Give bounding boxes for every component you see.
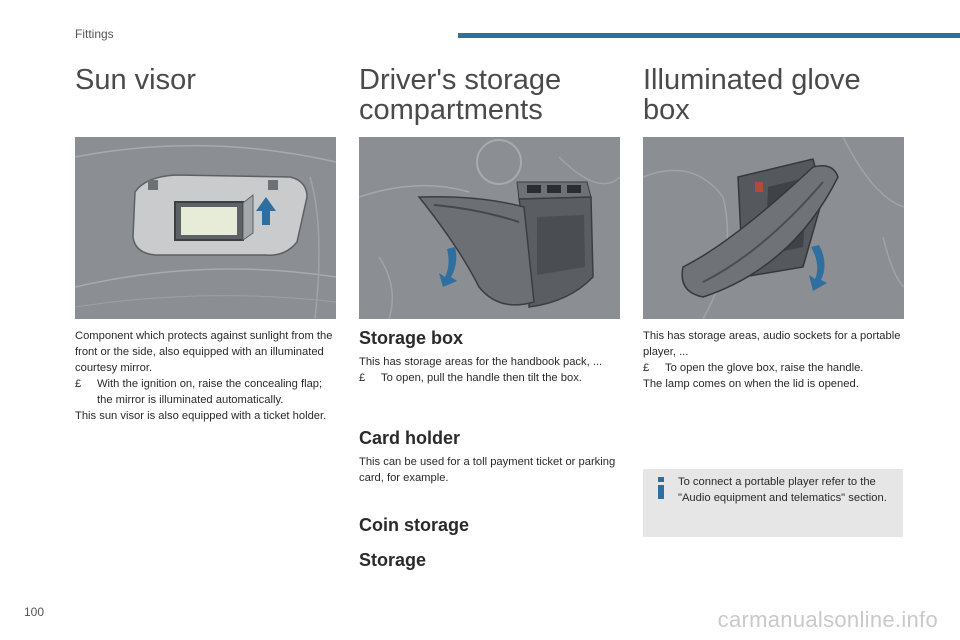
- glove-box-bullet: £ To open the glove box, raise the handle…: [643, 360, 905, 376]
- glove-box-illustration: [643, 137, 904, 319]
- card-holder-description: This can be used for a toll payment tick…: [359, 456, 616, 484]
- card-holder-heading: Card holder: [359, 428, 461, 448]
- glove-box-title-line2: box: [643, 94, 690, 126]
- bullet-marker: £: [359, 372, 366, 384]
- storage-box-description: This has storage areas for the handbook …: [359, 356, 603, 368]
- driver-storage-title: Driver's storage compartments: [359, 65, 561, 125]
- card-holder-text: This can be used for a toll payment tick…: [359, 454, 617, 486]
- storage-box-bullet-text: To open, pull the handle then tilt the b…: [381, 372, 582, 384]
- page-number: 100: [24, 605, 45, 619]
- info-text: To connect a portable player refer to th…: [678, 476, 887, 504]
- glove-box-outro: The lamp comes on when the lid is opened…: [643, 378, 859, 390]
- bullet-marker: £: [643, 362, 650, 374]
- sun-visor-outro: This sun visor is also equipped with a t…: [75, 410, 327, 422]
- driver-storage-title-line1: Driver's storage: [359, 64, 562, 96]
- storage-box-text: This has storage areas for the handbook …: [359, 354, 617, 386]
- glove-box-title: Illuminated glove box: [643, 65, 861, 125]
- sun-visor-title: Sun visor: [75, 64, 196, 96]
- glove-box-description: This has storage areas, audio sockets fo…: [643, 330, 901, 358]
- bullet-marker: £: [75, 378, 82, 390]
- sun-visor-bullet: £ With the ignition on, raise the conceal…: [75, 376, 337, 408]
- glove-box-title-line1: Illuminated glove: [643, 64, 861, 96]
- glove-box-text: This has storage areas, audio sockets fo…: [643, 328, 905, 392]
- watermark: carmanualsonline.info: [717, 607, 938, 632]
- sun-visor-illustration: [75, 137, 336, 319]
- coin-storage-heading: Coin storage: [359, 515, 470, 535]
- sun-visor-intro: Component which protects against sunligh…: [75, 330, 333, 374]
- glove-box-bullet-text: To open the glove box, raise the handle.: [665, 362, 864, 374]
- sun-visor-bullet-text: With the ignition on, raise the conceali…: [97, 378, 323, 406]
- storage-heading: Storage: [359, 550, 427, 570]
- storage-box-heading: Storage box: [359, 328, 464, 348]
- info-box: To connect a portable player refer to th…: [643, 469, 903, 537]
- storage-box-illustration: [359, 137, 620, 319]
- info-icon: [655, 477, 667, 499]
- sun-visor-text: Component which protects against sunligh…: [75, 328, 337, 424]
- section-label: Fittings: [75, 27, 114, 41]
- driver-storage-title-line2: compartments: [359, 94, 543, 126]
- storage-box-bullet: £ To open, pull the handle then tilt the …: [359, 370, 617, 386]
- header-rule: [458, 33, 960, 38]
